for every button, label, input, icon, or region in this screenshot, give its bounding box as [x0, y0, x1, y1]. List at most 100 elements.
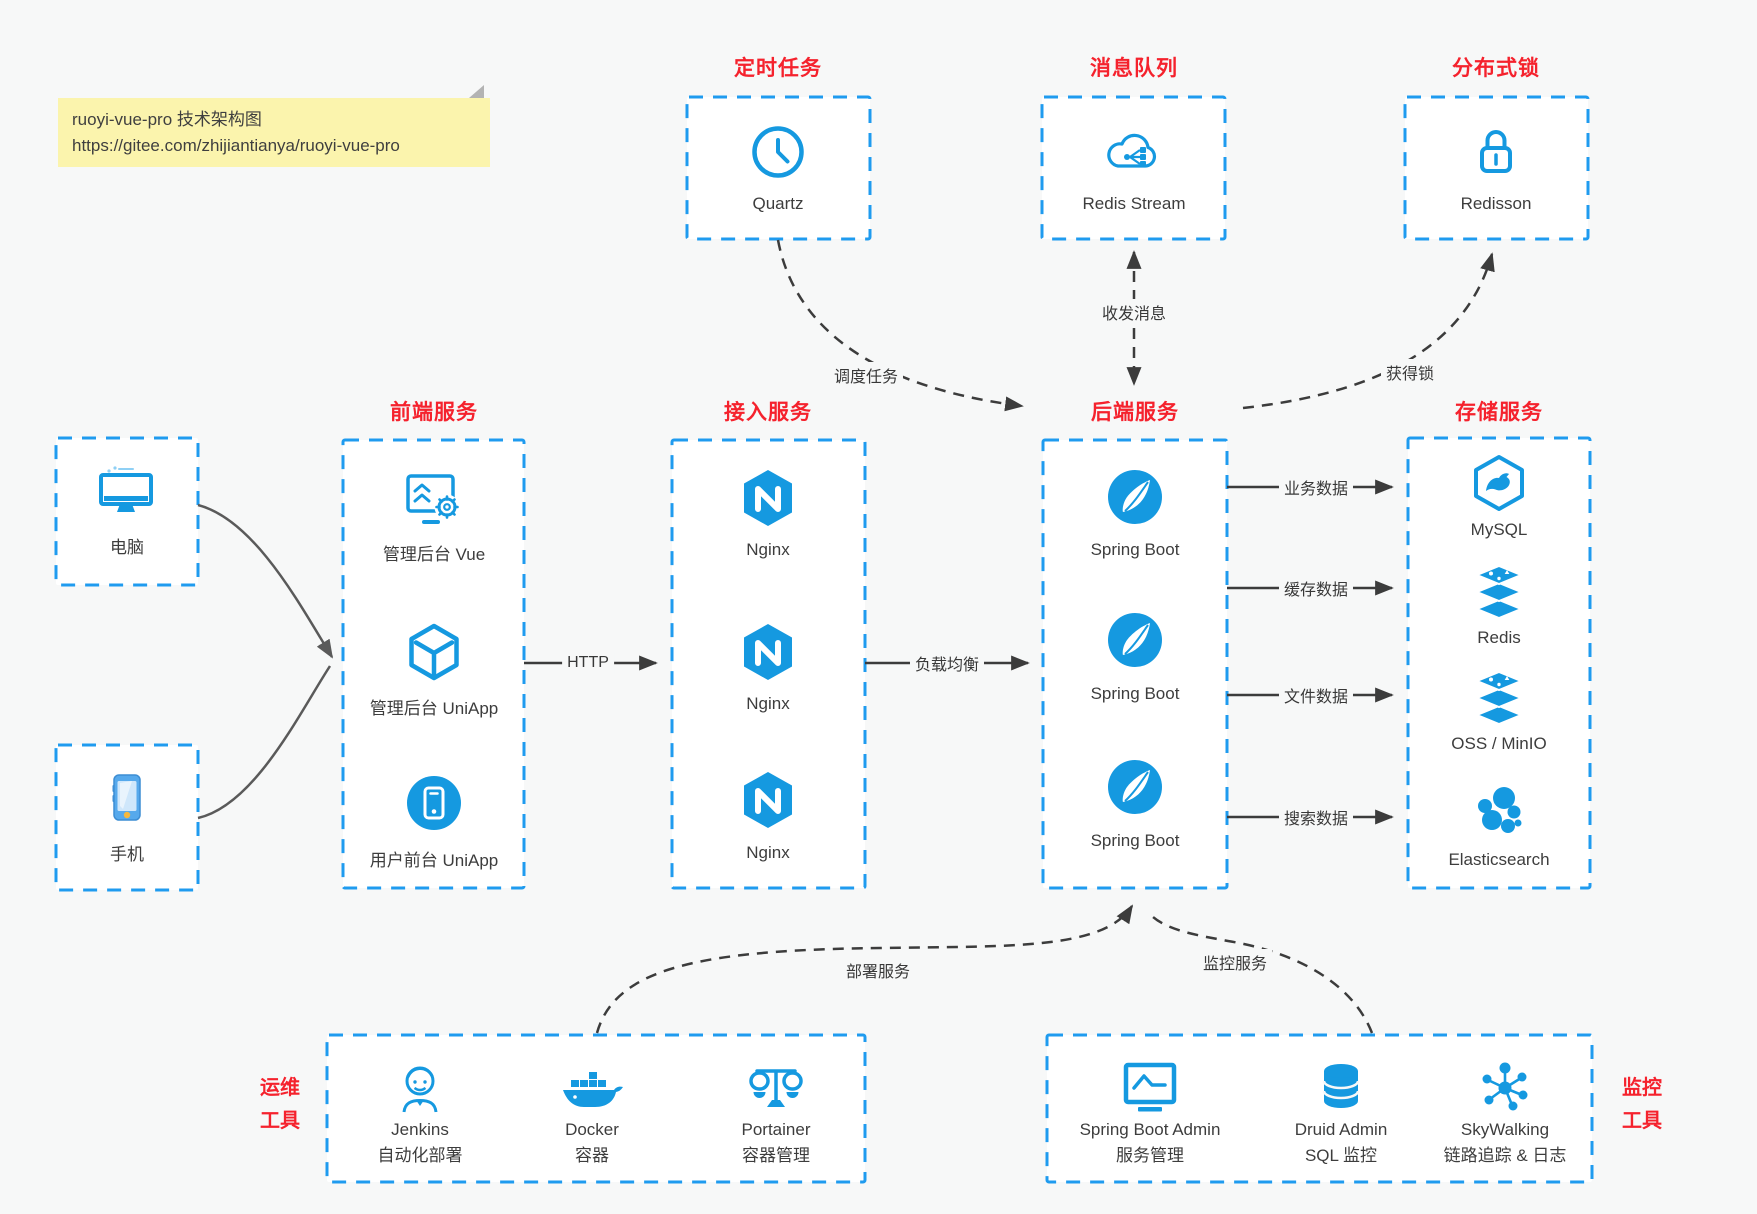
mobile-app-icon [403, 772, 465, 834]
edge-acquire-lock [1242, 252, 1495, 410]
title-ops-line2: 工具 [260, 1110, 300, 1132]
node-spring-boot-admin: Spring Boot Admin 服务管理 [1080, 1117, 1221, 1168]
node-admin-uniapp: 管理后台 UniApp [369, 699, 499, 718]
node-nginx-2: Nginx [746, 694, 790, 713]
title-ops-tools: 运维 工具 [240, 1072, 320, 1138]
node-spring-boot-1: Spring Boot [1090, 540, 1180, 559]
node-druid-sublabel: SQL 监控 [1304, 1145, 1378, 1165]
mysql-icon [1469, 453, 1529, 513]
title-message-queue: 消息队列 [1090, 57, 1178, 80]
box-redis-stream [1040, 95, 1227, 241]
node-docker-label: Docker [565, 1120, 619, 1139]
jenkins-icon [392, 1058, 448, 1120]
node-sba-label: Spring Boot Admin [1079, 1120, 1221, 1139]
cube-icon [403, 621, 465, 683]
padlock-icon [1468, 121, 1524, 179]
redis-stack-icon [1469, 669, 1529, 727]
redis-stack-icon [1469, 563, 1529, 621]
docker-icon [557, 1061, 627, 1117]
node-spring-boot-2: Spring Boot [1090, 684, 1180, 703]
edge-label-deploy: 部署服务 [840, 957, 916, 983]
note-title: ruoyi-vue-pro 技术架构图 [72, 110, 262, 129]
repo-url[interactable]: https://gitee.com/zhijiantianya/ruoyi-vu… [72, 136, 400, 156]
edge-pc-to-frontend [197, 503, 334, 659]
node-druid-label: Druid Admin [1294, 1120, 1388, 1139]
node-redisson: Redisson [1460, 194, 1532, 213]
node-sba-sublabel: 服务管理 [1116, 1145, 1184, 1165]
edge-label-lock: 获得锁 [1380, 359, 1440, 385]
sticky-note: ruoyi-vue-pro 技术架构图 https://gitee.com/zh… [58, 85, 490, 167]
node-portainer: Portainer 容器管理 [742, 1117, 811, 1168]
box-storage [1406, 436, 1592, 890]
edge-label-dispatch: 调度任务 [828, 362, 904, 388]
node-pc: 电脑 [110, 538, 144, 557]
edge-dispatch-task [776, 239, 1024, 412]
admin-dashboard-icon [402, 470, 466, 526]
node-phone: 手机 [110, 845, 144, 864]
edge-phone-to-frontend [197, 665, 332, 820]
title-storage-services: 存储服务 [1455, 401, 1543, 424]
node-mysql: MySQL [1470, 520, 1528, 539]
node-docker-sublabel: 容器 [574, 1145, 609, 1165]
node-admin-vue: 管理后台 Vue [382, 545, 486, 564]
node-druid-admin: Druid Admin SQL 监控 [1295, 1117, 1388, 1168]
edge-label-search: 搜索数据 [1278, 804, 1354, 830]
node-quartz: Quartz [752, 194, 804, 213]
node-skywalking-sublabel: 链路追踪 & 日志 [1443, 1145, 1567, 1165]
title-backend-services: 后端服务 [1091, 401, 1179, 424]
node-redis: Redis [1477, 628, 1521, 647]
title-frontend-services: 前端服务 [390, 401, 478, 424]
skywalking-icon [1476, 1057, 1534, 1117]
node-oss-minio: OSS / MinIO [1451, 734, 1547, 753]
node-portainer-sublabel: 容器管理 [741, 1145, 810, 1165]
title-gateway-services: 接入服务 [724, 401, 812, 424]
edge-label-cache: 缓存数据 [1278, 575, 1354, 601]
edge-label-message: 收发消息 [1096, 299, 1172, 325]
box-monitor-tools [1045, 1033, 1594, 1184]
edge-label-load-balance: 负载均衡 [909, 650, 985, 676]
druid-icon [1313, 1059, 1369, 1115]
node-elasticsearch: Elasticsearch [1448, 850, 1550, 869]
cloud-stream-icon [1102, 125, 1166, 175]
portainer-icon [747, 1059, 805, 1119]
edge-deploy-service [595, 904, 1134, 1034]
node-spring-boot-3: Spring Boot [1090, 831, 1180, 850]
elasticsearch-icon [1470, 783, 1528, 841]
node-user-uniapp: 用户前台 UniApp [369, 851, 499, 870]
title-monitor-line1: 监控 [1622, 1077, 1662, 1099]
title-ops-line1: 运维 [260, 1077, 300, 1099]
edge-label-file: 文件数据 [1278, 682, 1354, 708]
spring-boot-icon [1104, 609, 1166, 671]
node-nginx-3: Nginx [746, 843, 790, 862]
node-nginx-1: Nginx [746, 540, 790, 559]
nginx-icon [737, 768, 799, 832]
edge-monitor-service [1147, 911, 1374, 1034]
spring-boot-icon [1104, 466, 1166, 528]
title-monitor-tools: 监控 工具 [1602, 1072, 1682, 1138]
node-jenkins-sublabel: 自动化部署 [377, 1145, 463, 1165]
nginx-icon [737, 620, 799, 684]
node-redis-stream: Redis Stream [1082, 194, 1186, 213]
spring-boot-icon [1104, 756, 1166, 818]
box-ops-tools [325, 1033, 867, 1184]
edge-label-http: HTTP [562, 653, 614, 673]
desktop-icon [94, 463, 160, 521]
box-quartz [685, 95, 872, 241]
node-skywalking: SkyWalking 链路追踪 & 日志 [1444, 1117, 1567, 1168]
edge-label-monitor: 监控服务 [1197, 949, 1273, 975]
node-jenkins: Jenkins 自动化部署 [378, 1117, 463, 1168]
node-portainer-label: Portainer [741, 1120, 811, 1139]
spring-boot-admin-icon [1119, 1059, 1181, 1115]
smartphone-icon [100, 769, 154, 827]
note-fold-corner [469, 85, 484, 98]
title-scheduled-tasks: 定时任务 [734, 57, 822, 80]
edge-label-business: 业务数据 [1278, 474, 1354, 500]
box-redisson [1403, 95, 1590, 241]
title-monitor-line2: 工具 [1622, 1110, 1662, 1132]
node-docker: Docker 容器 [565, 1117, 619, 1168]
clock-icon [749, 123, 807, 181]
nginx-icon [737, 466, 799, 530]
node-skywalking-label: SkyWalking [1460, 1120, 1550, 1139]
